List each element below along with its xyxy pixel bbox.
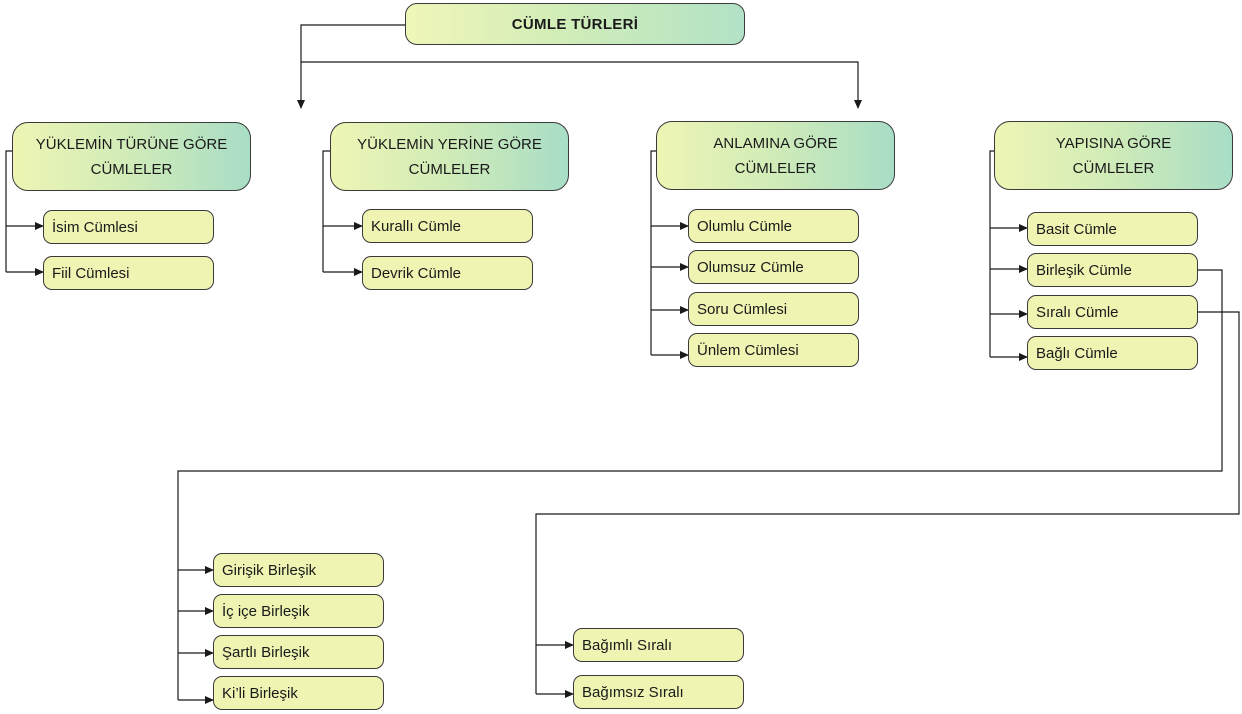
leaf-olumsuz-cumle: Olumsuz Cümle xyxy=(688,250,859,284)
category-label: YAPISINA GÖRE CÜMLELER xyxy=(1055,134,1172,177)
title-connector xyxy=(297,24,405,109)
leaf-label: Olumsuz Cümle xyxy=(697,258,804,276)
leaf-label: İç içe Birleşik xyxy=(222,602,310,620)
leaf-bagli-cumle: Bağlı Cümle xyxy=(1027,336,1198,370)
title-connector xyxy=(301,61,862,109)
leaf-soru-cumlesi: Soru Cümlesi xyxy=(688,292,859,326)
leaf-isim-cumlesi: İsim Cümlesi xyxy=(43,210,214,244)
diagram-title: CÜMLE TÜRLERİ xyxy=(405,3,745,45)
leaf-label: Bağımlı Sıralı xyxy=(582,636,673,654)
leaf-bagimsiz-sirali: Bağımsız Sıralı xyxy=(573,675,744,709)
leaf-birlesik-cumle: Birleşik Cümle xyxy=(1027,253,1198,287)
leaf-label: Bağımsız Sıralı xyxy=(582,683,684,701)
leaf-label: Bağlı Cümle xyxy=(1036,344,1118,362)
category-anlamina-gore: ANLAMINA GÖRE CÜMLELER xyxy=(656,121,895,190)
leaf-kuralli-cumle: Kurallı Cümle xyxy=(362,209,533,243)
leaf-label: Birleşik Cümle xyxy=(1036,261,1132,279)
leaf-label: Ki’li Birleşik xyxy=(222,684,298,702)
leaf-label: Soru Cümlesi xyxy=(697,300,788,318)
leaf-unlem-cumlesi: Ünlem Cümlesi xyxy=(688,333,859,367)
leaf-sirali-cumle: Sıralı Cümle xyxy=(1027,295,1198,329)
category-label: YÜKLEMİN TÜRÜNE GÖRE CÜMLELER xyxy=(35,135,228,178)
leaf-label: Fiil Cümlesi xyxy=(52,264,130,282)
leaf-label: Olumlu Cümle xyxy=(697,217,793,235)
birlesik-connector xyxy=(177,269,1223,700)
sirali-connector xyxy=(535,311,1240,694)
leaf-devrik-cumle: Devrik Cümle xyxy=(362,256,533,290)
leaf-label: Kurallı Cümle xyxy=(371,217,462,235)
category-yuklemin-yerine-gore: YÜKLEMİN YERİNE GÖRE CÜMLELER xyxy=(330,122,569,191)
category-label: YÜKLEMİN YERİNE GÖRE CÜMLELER xyxy=(357,135,542,178)
category-yapisina-gore: YAPISINA GÖRE CÜMLELER xyxy=(994,121,1233,190)
leaf-basit-cumle: Basit Cümle xyxy=(1027,212,1198,246)
leaf-kili-birlesik: Ki’li Birleşik xyxy=(213,676,384,710)
leaf-label: Basit Cümle xyxy=(1036,220,1117,238)
leaf-label: Şartlı Birleşik xyxy=(222,643,310,661)
leaf-label: Ünlem Cümlesi xyxy=(697,341,799,359)
leaf-ic-ice-birlesik: İç içe Birleşik xyxy=(213,594,384,628)
leaf-label: Devrik Cümle xyxy=(371,264,462,282)
category-label: ANLAMINA GÖRE CÜMLELER xyxy=(713,134,838,177)
leaf-bagimli-sirali: Bağımlı Sıralı xyxy=(573,628,744,662)
leaf-girisik-birlesik: Girişik Birleşik xyxy=(213,553,384,587)
leaf-label: Girişik Birleşik xyxy=(222,561,317,579)
diagram-title-text: CÜMLE TÜRLERİ xyxy=(511,15,639,33)
leaf-label: İsim Cümlesi xyxy=(52,218,138,236)
leaf-olumlu-cumle: Olumlu Cümle xyxy=(688,209,859,243)
leaf-sartli-birlesik: Şartlı Birleşik xyxy=(213,635,384,669)
leaf-fiil-cumlesi: Fiil Cümlesi xyxy=(43,256,214,290)
leaf-label: Sıralı Cümle xyxy=(1036,303,1119,321)
category-yuklemin-turune-gore: YÜKLEMİN TÜRÜNE GÖRE CÜMLELER xyxy=(12,122,251,191)
